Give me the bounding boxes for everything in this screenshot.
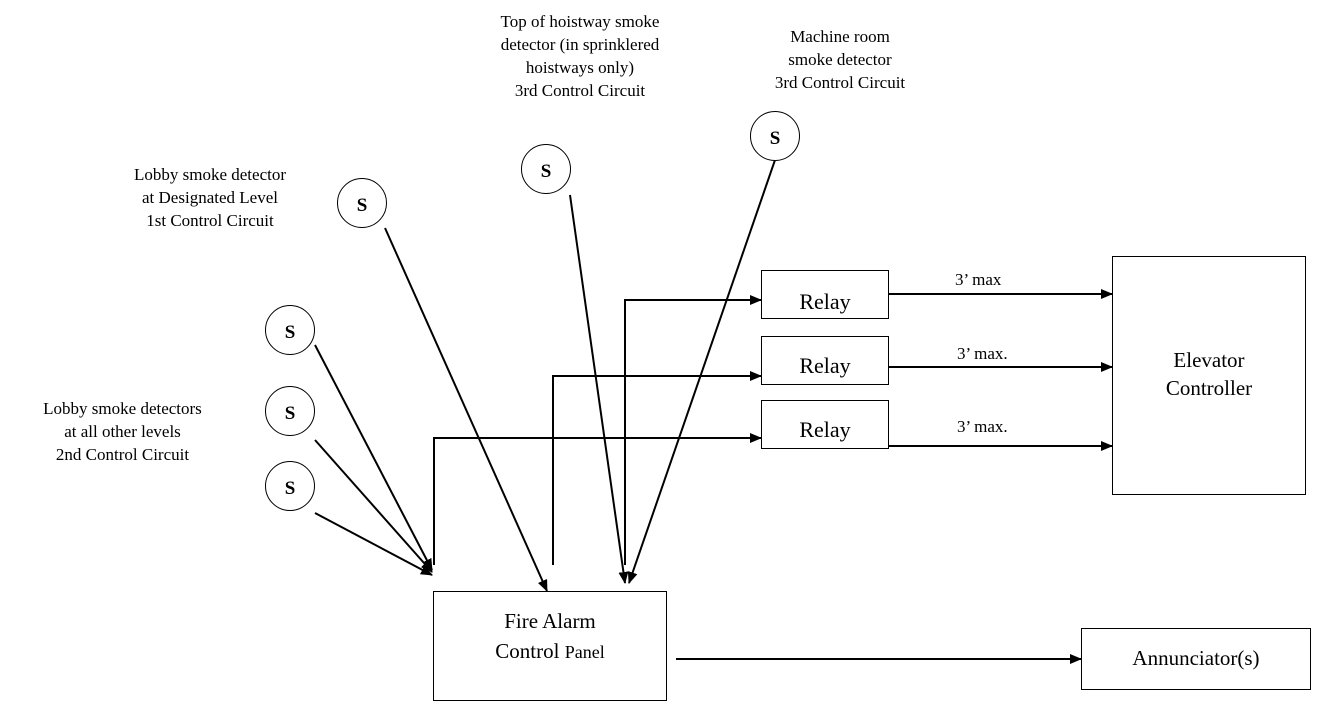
line-panel-relay-2 [552, 371, 762, 565]
smoke-detector-lobby-designated: S [337, 178, 387, 228]
connections-layer [314, 159, 1113, 664]
line-panel-relay-1 [624, 295, 762, 565]
smoke-detector-lobby-3: S [265, 461, 315, 511]
fire-alarm-control-panel: Fire Alarm Control Panel [433, 591, 667, 701]
distance-label-3: 3’ max. [957, 417, 1008, 436]
elevator-controller: Elevator Controller [1112, 256, 1306, 495]
line-lobby-3 [314, 512, 433, 576]
smoke-detector-lobby-1: S [265, 305, 315, 355]
smoke-detector-lobby-2: S [265, 386, 315, 436]
relay-3-label: Relay [799, 417, 851, 442]
annunciator-box: Annunciator(s) [1081, 628, 1311, 690]
label-lobby-designated-detector: Lobby smoke detector at Designated Level… [133, 165, 286, 230]
line-lobby-1 [314, 344, 433, 571]
line-lobby-2 [314, 439, 433, 573]
line-panel-relay-3 [433, 433, 762, 565]
relay-1: Relay [761, 270, 889, 319]
relay-1-label: Relay [799, 289, 851, 314]
distance-label-2: 3’ max. [957, 344, 1008, 363]
smoke-detector-hoistway: S [521, 144, 571, 194]
label-lobby-other-detectors: Lobby smoke detectors at all other level… [43, 399, 202, 464]
distance-label-1: 3’ max [955, 270, 1002, 289]
label-machine-room-detector: Machine room smoke detector 3rd Control … [774, 27, 906, 92]
smoke-detector-machine-room: S [750, 111, 800, 161]
line-machine-room [627, 159, 776, 584]
label-top-hoistway-detector: Top of hoistway smoke detector (in sprin… [500, 12, 660, 100]
line-lobby-designated [384, 227, 548, 592]
relay-2-label: Relay [799, 353, 851, 378]
relay-2: Relay [761, 336, 889, 385]
line-hoistway [569, 194, 629, 584]
relay-3: Relay [761, 400, 889, 449]
elevator-controller-label: Elevator Controller [1165, 348, 1253, 400]
fire-alarm-panel-label: Fire Alarm Control Panel [495, 609, 605, 663]
annunciator-label: Annunciator(s) [1132, 646, 1260, 670]
